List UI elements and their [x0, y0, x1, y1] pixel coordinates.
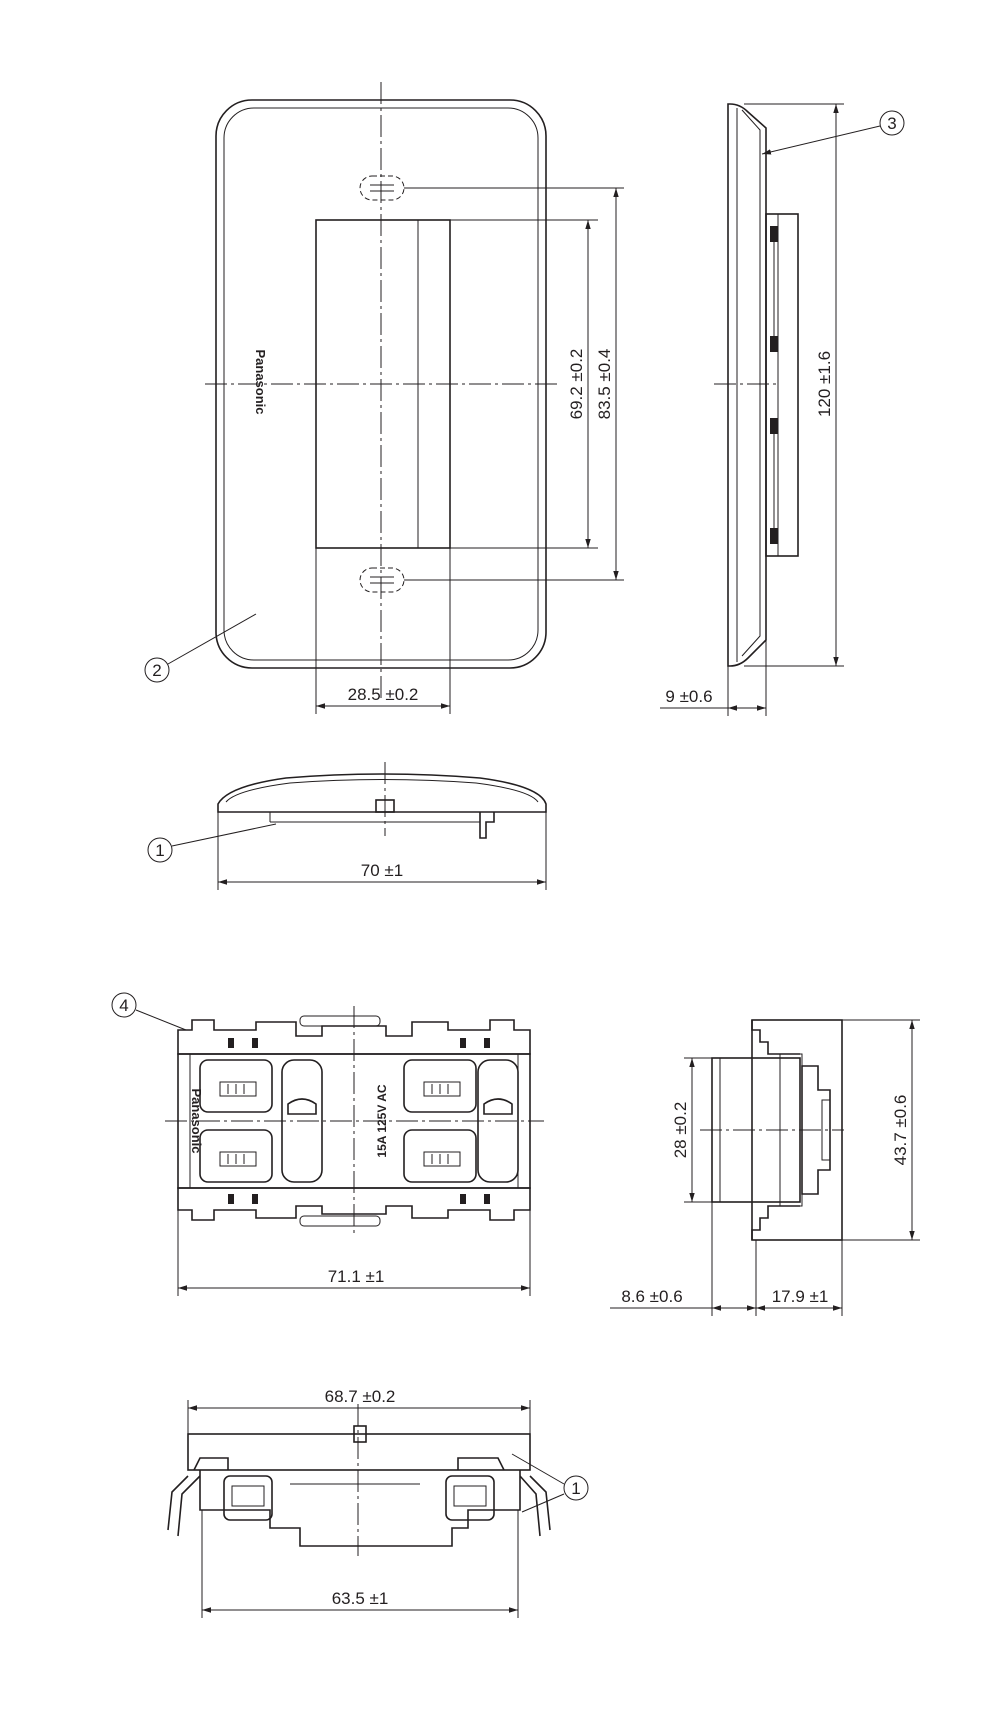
callout-1-outlet: 1 [571, 1479, 580, 1498]
dim-plate-opening-width: 28.5 ±0.2 [348, 685, 419, 704]
cover-plate-front-view: Panasonic 28.5 ±0.2 69.2 ±0.2 83.5 ±0.4 … [144, 82, 624, 714]
dim-plate-depth: 9 ±0.6 [665, 687, 712, 706]
outlet-bottom-view: 68.7 ±0.2 63.5 ±1 1 [167, 1387, 589, 1618]
dim-plate-width: 70 ±1 [361, 861, 403, 880]
dim-outlet-frame-width: 71.1 ±1 [328, 1267, 385, 1286]
callout-3: 3 [887, 114, 896, 133]
dim-outlet-top-width: 68.7 ±0.2 [325, 1387, 396, 1406]
callout-1-plate: 1 [155, 841, 164, 860]
dim-outlet-face-depth: 8.6 ±0.6 [621, 1287, 682, 1306]
outlet-front-view: Panasonic 15A 125V AC 71.1 ±1 4 [111, 992, 544, 1296]
callout-2: 2 [152, 661, 161, 680]
dim-plate-opening-height: 69.2 ±0.2 [567, 349, 586, 420]
outlet-brand-logo: Panasonic [189, 1088, 204, 1153]
cover-plate-bottom-view: 70 ±1 1 [147, 762, 547, 890]
cover-plate-side-view: 120 ±1.6 9 ±0.6 3 [660, 103, 905, 716]
dim-plate-hole-pitch: 83.5 ±0.4 [595, 349, 614, 420]
outlet-side-view: 28 ±0.2 43.7 ±0.6 8.6 ±0.6 17.9 ±1 [610, 1019, 920, 1316]
callout-4: 4 [119, 996, 128, 1015]
dim-outlet-frame-height: 43.7 ±0.6 [891, 1095, 910, 1166]
dim-outlet-body-depth: 17.9 ±1 [772, 1287, 829, 1306]
dim-outlet-bottom-width: 63.5 ±1 [332, 1589, 389, 1608]
dim-plate-height: 120 ±1.6 [815, 351, 834, 417]
plate-brand-logo: Panasonic [253, 349, 268, 414]
dim-outlet-face-height: 28 ±0.2 [671, 1102, 690, 1159]
